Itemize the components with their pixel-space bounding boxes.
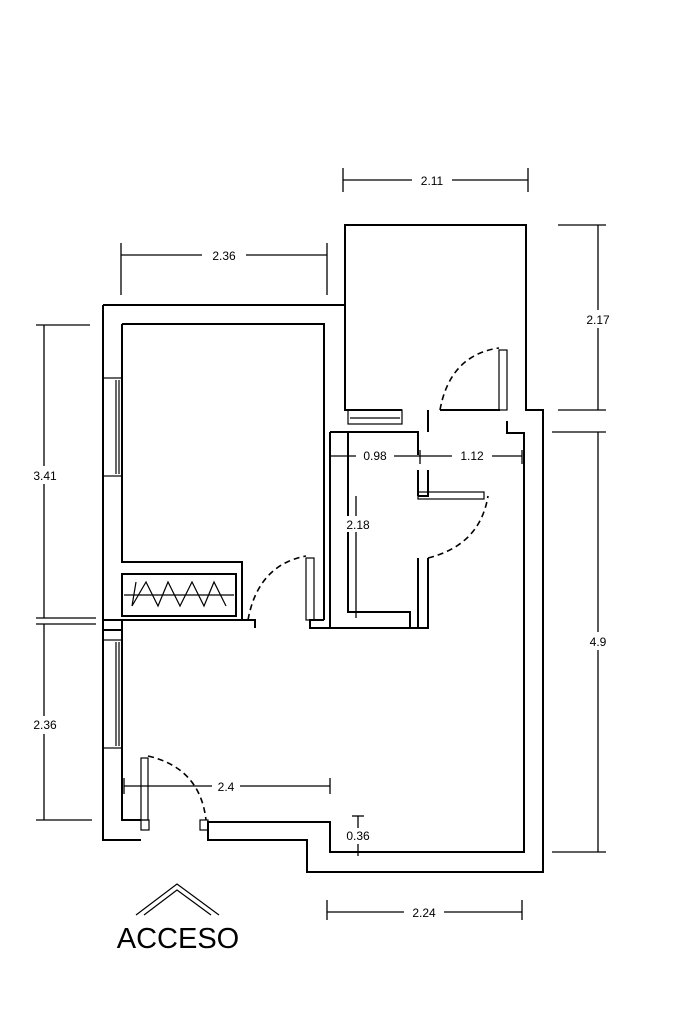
dim-bathroom-height: 2.18 bbox=[346, 518, 370, 532]
window-lower-left bbox=[102, 639, 123, 749]
walls bbox=[102, 224, 544, 873]
bedroom-door-swing bbox=[247, 555, 307, 621]
upper-room-door-leaf bbox=[498, 349, 508, 411]
bathroom-right-wall bbox=[418, 470, 429, 497]
wardrobe bbox=[121, 573, 237, 617]
access-marker: ACCESO bbox=[117, 883, 239, 955]
dimension-labels: 2.11 2.36 2.17 4.9 3.41 2.36 0.98 1.12 2… bbox=[26, 172, 618, 920]
dim-bottom-width: 2.24 bbox=[412, 906, 436, 920]
doors bbox=[140, 347, 508, 821]
window-upper-left bbox=[102, 377, 123, 477]
left-inner-wall bbox=[121, 323, 325, 821]
dim-top-right-width: 2.11 bbox=[421, 174, 444, 188]
dim-step-depth: 0.36 bbox=[346, 829, 370, 843]
upper-room-door-swing bbox=[439, 347, 500, 411]
windows bbox=[102, 377, 403, 749]
dim-hall-width: 2.4 bbox=[218, 780, 235, 794]
access-label: ACCESO bbox=[117, 923, 239, 955]
dim-left-lower-height: 2.36 bbox=[33, 718, 57, 732]
window-upper-room bbox=[347, 409, 403, 425]
bathroom-door-leaf bbox=[417, 491, 485, 500]
entry-jamb-left bbox=[140, 819, 150, 831]
access-chevron-inner-icon bbox=[143, 889, 212, 916]
entry-jamb-right bbox=[199, 819, 209, 831]
dim-bathroom-right-width: 1.12 bbox=[460, 449, 484, 463]
bathroom-door-swing bbox=[427, 495, 489, 559]
dim-bathroom-left-width: 0.98 bbox=[363, 449, 387, 463]
entry-door-swing bbox=[147, 755, 207, 821]
entry-door-leaf bbox=[140, 757, 149, 821]
bedroom-door-jamb bbox=[242, 619, 330, 629]
access-chevron-icon bbox=[135, 883, 220, 916]
dim-right-upper-height: 2.17 bbox=[586, 313, 610, 327]
bedroom-door-leaf bbox=[305, 557, 315, 621]
dim-left-upper-height: 3.41 bbox=[33, 469, 57, 483]
upper-room-bottom-wall bbox=[344, 305, 500, 411]
wardrobe-outline bbox=[121, 573, 237, 617]
dim-right-lower-height: 4.9 bbox=[590, 635, 607, 649]
outer-wall bbox=[103, 224, 544, 873]
dim-top-left-width: 2.36 bbox=[212, 249, 236, 263]
left-outer-wall bbox=[102, 305, 141, 841]
wardrobe-hangers bbox=[131, 580, 227, 608]
